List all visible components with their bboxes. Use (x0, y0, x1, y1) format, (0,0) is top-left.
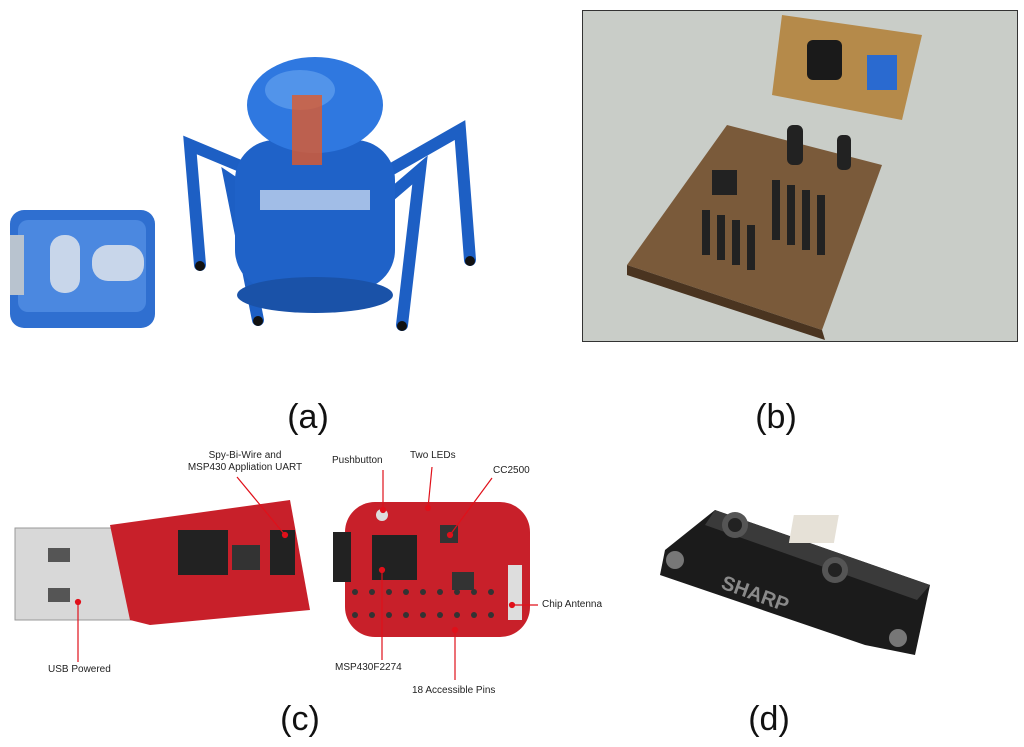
annotation-accessible-pins: 18 Accessible Pins (412, 685, 496, 696)
annotation-chip-antenna: Chip Antenna (542, 599, 603, 610)
annotation-msp430f2274: MSP430F2274 (335, 662, 402, 673)
caption-c: (c) (280, 700, 320, 738)
photo-spider-robot (0, 30, 520, 360)
annotation-cc2500: CC2500 (493, 465, 530, 476)
annotation-two-leds: Two LEDs (410, 450, 456, 461)
remote-control (10, 210, 155, 328)
robot-body (235, 57, 395, 313)
caption-a: (a) (287, 398, 329, 436)
annotation-spy-bi-wire: Spy-Bi-Wire and MSP430 Appliation UART (187, 450, 303, 473)
annotation-usb-powered: USB Powered (48, 664, 111, 675)
annotation-pushbutton: Pushbutton (332, 455, 383, 466)
caption-b: (b) (755, 398, 797, 436)
photo-circuit-board (582, 10, 1018, 342)
photo-sharp-sensor: SHARP (655, 480, 975, 680)
photo-dev-board: Spy-Bi-Wire and MSP430 Appliation UART P… (0, 440, 660, 710)
caption-d: (d) (748, 700, 790, 738)
